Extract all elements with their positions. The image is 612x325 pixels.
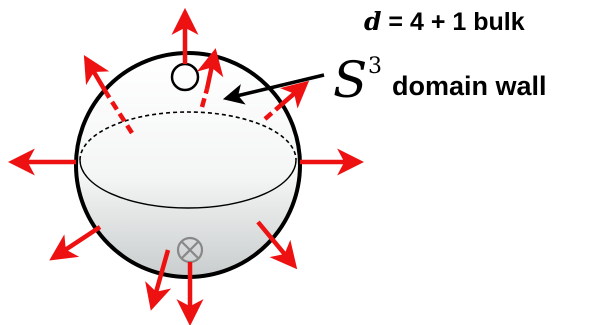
outward-arrow-upper-center	[196, 48, 224, 90]
pointer-arrow	[222, 73, 325, 105]
wall-exponent: 3	[368, 54, 382, 79]
outward-arrow-upper-left	[83, 55, 110, 96]
sphere-body	[74, 51, 302, 279]
outward-arrow-dashed-left	[105, 92, 134, 135]
outward-arrow-bottom-left	[145, 249, 172, 311]
equator-front	[79, 159, 297, 209]
bulk-label: d = 4 + 1 bulk	[364, 7, 525, 36]
domain-wall-label: domain wall	[392, 71, 547, 101]
outward-arrow-lower-left	[49, 225, 102, 261]
outward-arrow-upper-right	[279, 80, 310, 109]
equator-back-dashed	[79, 111, 297, 161]
wall-symbol: S	[333, 51, 367, 109]
outward-arrow-dashed-center	[199, 88, 210, 108]
outward-arrow-dashed-right	[263, 103, 283, 121]
outward-arrow-lower-right	[256, 220, 298, 270]
